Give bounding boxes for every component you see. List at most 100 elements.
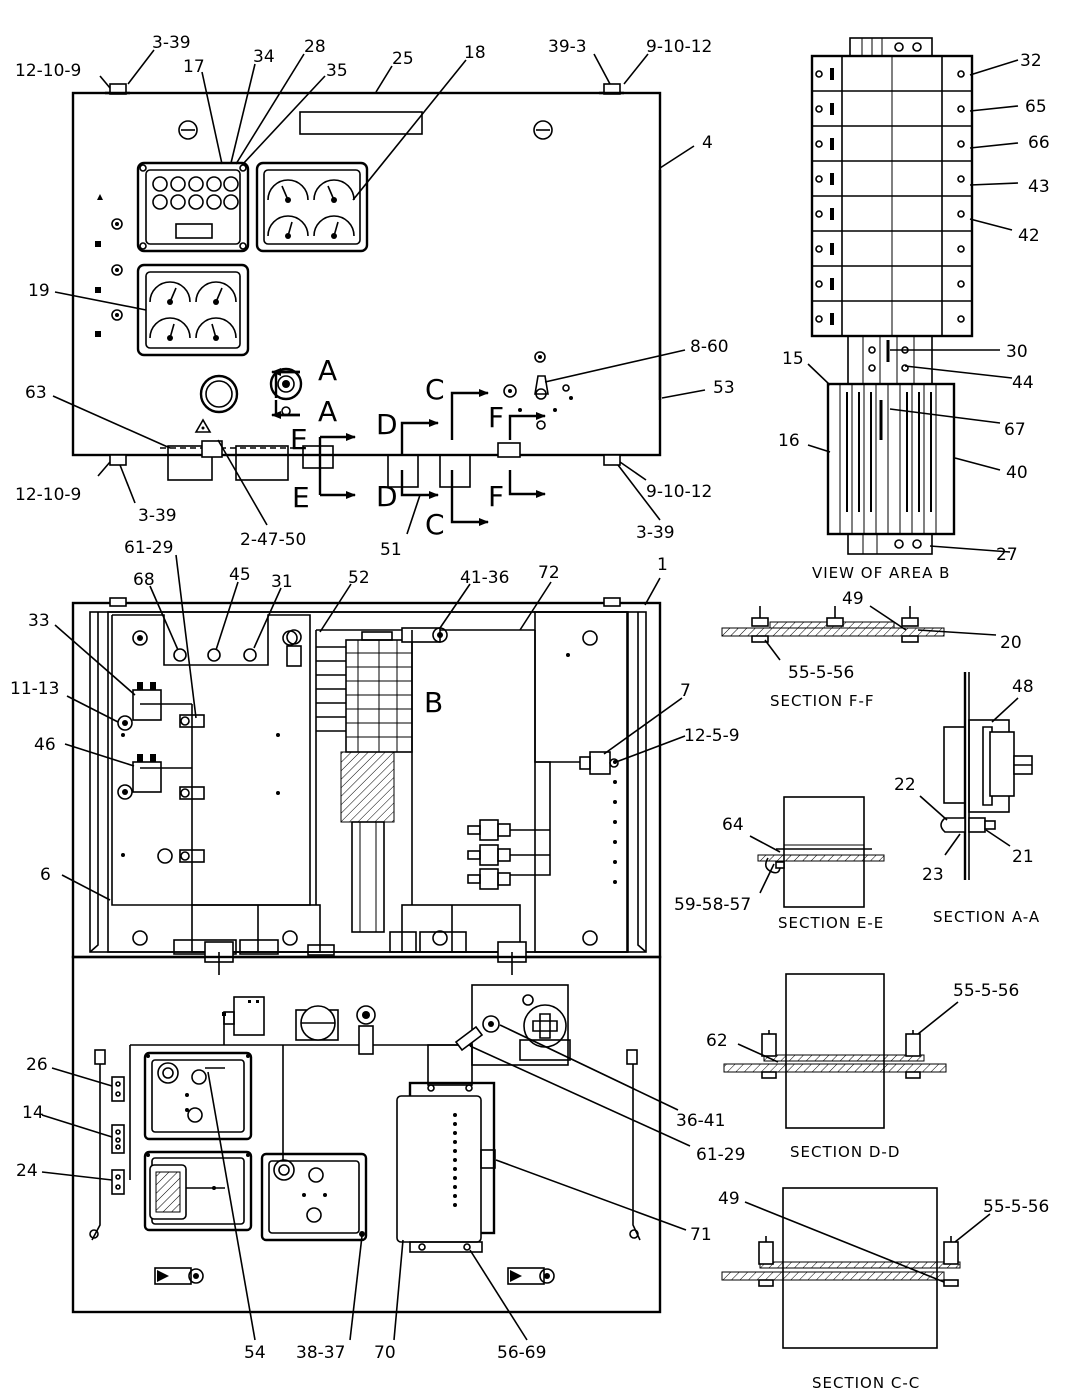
view-captions: VIEW OF AREA B SECTION F-F SECTION E-E S… [770, 564, 1040, 1392]
callout-55-5-56-dd: 55-5-56 [953, 981, 1019, 1001]
callout-15: 15 [782, 349, 804, 369]
callout-labels: 3-39 12-10-9 17 34 28 35 25 18 39-3 9-10… [10, 33, 1050, 1363]
callout-26: 26 [26, 1055, 48, 1075]
top-stud-right [599, 83, 624, 95]
emergency-stop-button [199, 374, 239, 414]
callout-46: 46 [34, 735, 56, 755]
connector-61 [286, 629, 302, 667]
section-letter-a-lower: A [318, 395, 337, 428]
hinge-right [497, 941, 527, 975]
indicator-lamp-module [136, 161, 250, 253]
relay-33 [117, 682, 205, 731]
callout-61-29: 61-29 [124, 538, 173, 558]
connector-24 [111, 1169, 125, 1195]
interior-panel-view [71, 597, 662, 975]
callout-18: 18 [464, 43, 486, 63]
clamp-lower [356, 1005, 376, 1055]
callout-63: 63 [25, 383, 47, 403]
callout-25: 25 [392, 49, 414, 69]
section-letters: A A E E D D C C F F B [290, 354, 504, 719]
bottom-stud-right [603, 454, 621, 466]
section-markers [271, 368, 546, 526]
callout-22: 22 [894, 775, 916, 795]
callout-20: 20 [1000, 633, 1022, 653]
caption-view-area-b: VIEW OF AREA B [812, 564, 950, 582]
gauge-cluster-lower [136, 263, 250, 357]
callout-41-36: 41-36 [460, 568, 509, 588]
caption-section-f-f: SECTION F-F [770, 692, 875, 710]
area-letter-b: B [424, 686, 443, 719]
leader-lines [41, 49, 1019, 1341]
callout-21: 21 [1012, 847, 1034, 867]
callout-8-60: 8-60 [690, 337, 729, 357]
caption-section-c-c: SECTION C-C [812, 1374, 920, 1392]
section-aa-drawing [940, 672, 1033, 880]
callout-61-29-lower: 61-29 [696, 1145, 745, 1165]
callout-48: 48 [1012, 677, 1034, 697]
callout-55-5-56-ff: 55-5-56 [788, 663, 854, 683]
warning-icon [194, 418, 212, 433]
callout-53: 53 [713, 378, 735, 398]
section-letter-a-upper: A [318, 354, 337, 387]
callout-32: 32 [1020, 51, 1042, 71]
relay-bank [467, 819, 550, 890]
callout-72: 72 [538, 563, 560, 583]
terminal-strip-view [810, 37, 974, 555]
caption-section-e-e: SECTION E-E [778, 914, 884, 932]
callout-54: 54 [244, 1343, 266, 1363]
callout-49-cc: 49 [718, 1189, 740, 1209]
callout-16: 16 [778, 431, 800, 451]
callout-34: 34 [253, 47, 275, 67]
front-panel-outline [71, 91, 662, 457]
callout-35: 35 [326, 61, 348, 81]
callout-6: 6 [40, 865, 51, 885]
callout-24: 24 [16, 1161, 38, 1181]
callout-33: 33 [28, 611, 50, 631]
section-letter-e-upper: E [290, 423, 308, 456]
key-switch [503, 351, 573, 430]
callout-56-69: 56-69 [497, 1343, 546, 1363]
callout-43: 43 [1028, 177, 1050, 197]
callout-45: 45 [229, 565, 251, 585]
connector-26 [111, 1076, 125, 1102]
callout-39-3: 39-3 [548, 37, 587, 57]
section-letter-f-lower: F [488, 480, 504, 513]
callout-62: 62 [706, 1031, 728, 1051]
caption-section-a-a: SECTION A-A [933, 908, 1040, 926]
callout-27: 27 [996, 545, 1018, 565]
bracket-36 [427, 984, 571, 1086]
relay-46 [117, 754, 205, 800]
callout-68: 68 [133, 570, 155, 590]
module-ecm [143, 1150, 253, 1232]
callout-66: 66 [1028, 133, 1050, 153]
section-letter-c-lower: C [425, 508, 445, 541]
lower-panel-outline [71, 955, 662, 1314]
callout-52: 52 [348, 568, 370, 588]
section-ee-drawing [757, 796, 885, 908]
callout-49-ff: 49 [842, 589, 864, 609]
lower-panel-view [71, 955, 662, 1314]
callout-9-10-12-bottom: 9-10-12 [646, 482, 712, 502]
gauge-cluster-upper [255, 161, 369, 253]
section-letter-c-upper: C [425, 373, 445, 406]
screw-icon [533, 120, 553, 140]
callout-3-39-bottom: 3-39 [138, 506, 177, 526]
callout-7: 7 [680, 681, 691, 701]
screw-icon [178, 120, 198, 140]
section-cc-drawing [721, 1187, 961, 1349]
section-letter-e-lower: E [292, 481, 310, 514]
callout-2-47-50: 2-47-50 [240, 530, 306, 550]
callout-14: 14 [22, 1103, 44, 1123]
callout-42: 42 [1018, 226, 1040, 246]
module-54 [143, 1051, 253, 1141]
latch-left [154, 1267, 204, 1285]
bottom-connectors [160, 440, 521, 488]
module-small-top [222, 996, 265, 1036]
callout-3-39-right: 3-39 [636, 523, 675, 543]
controller-70 [396, 1081, 496, 1253]
clip-bracket [157, 848, 205, 864]
section-letter-d-lower: D [376, 480, 398, 513]
callout-23: 23 [922, 865, 944, 885]
callout-3-39: 3-39 [152, 33, 191, 53]
